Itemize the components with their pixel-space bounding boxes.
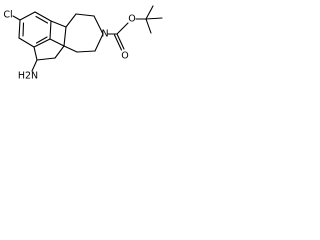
bond (18, 19, 21, 39)
bond (12, 15, 21, 21)
carbonyl-oxygen-label: O (121, 51, 128, 62)
bond (49, 38, 65, 47)
bond (75, 13, 95, 17)
bond (33, 38, 51, 48)
benzene-ring (18, 11, 52, 48)
bond (63, 26, 67, 47)
carbonyl-double-bond (113, 34, 123, 51)
bond (116, 33, 125, 50)
bond (145, 17, 163, 20)
chemical-structure-diagram: Cl H2N N O O (3, 5, 163, 82)
bond (116, 22, 129, 35)
bond (49, 20, 52, 40)
bond (145, 18, 152, 34)
bond (18, 37, 35, 48)
boc-group (107, 5, 163, 51)
bond (34, 11, 52, 22)
bond (33, 46, 38, 61)
aromatic-double-bond (22, 22, 25, 37)
ring-nitrogen-label: N (101, 29, 108, 40)
bond (31, 59, 38, 72)
amine-label: H2N (18, 71, 38, 82)
bond (76, 50, 96, 53)
bond (50, 20, 67, 28)
piperidine-ring (63, 13, 104, 53)
bond (63, 45, 78, 53)
cyclopentane-ring (33, 20, 67, 61)
bond (94, 33, 104, 52)
bond (145, 5, 154, 20)
bond (93, 15, 104, 35)
aromatic-double-bond (35, 15, 49, 24)
bond (19, 11, 36, 21)
chlorine-label: Cl (3, 10, 12, 21)
bond (36, 57, 56, 61)
bond (54, 45, 65, 59)
bond (65, 13, 77, 28)
ester-oxygen-label: O (128, 14, 135, 25)
aromatic-double-bond (35, 36, 48, 44)
